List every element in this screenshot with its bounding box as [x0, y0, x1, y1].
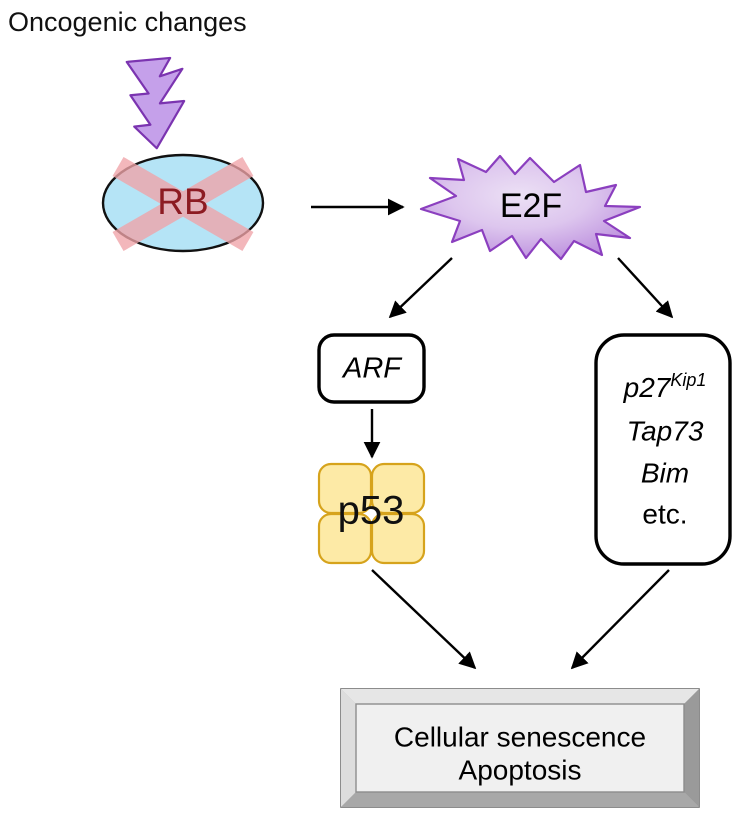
- p53-label: p53: [338, 489, 405, 533]
- node-e2f[interactable]: E2F: [419, 154, 642, 261]
- target-gene-line-0: p27Kip1: [623, 370, 707, 404]
- node-outcome[interactable]: Cellular senescence Apoptosis: [340, 688, 700, 808]
- e2f-label: E2F: [500, 187, 562, 225]
- page-title: Oncogenic changes: [8, 7, 247, 37]
- target-gene-line-2: Bim: [641, 457, 689, 488]
- rb-inactivation-cross-icon: [112, 156, 254, 252]
- edge-e2f-to-targets: [617, 257, 674, 319]
- target-gene-line-3: etc.: [642, 498, 687, 529]
- outcome-bevel-top: [341, 689, 699, 704]
- target-gene-line-1: Tap73: [627, 415, 704, 446]
- outcome-line-1: Apoptosis: [459, 754, 582, 785]
- outcome-line-0: Cellular senescence: [394, 721, 646, 752]
- outcome-bevel-left: [341, 689, 356, 807]
- p53-subunit-bottom-right: [370, 512, 426, 565]
- edge-p53-to-outcome: [371, 569, 477, 670]
- outcome-face: [355, 703, 685, 793]
- node-p53[interactable]: p53: [317, 462, 426, 565]
- edge-e2f-to-arf: [388, 257, 453, 319]
- rb-label: RB: [157, 181, 208, 222]
- outcome-bevel-bottom: [341, 792, 699, 807]
- outcome-bevel-right: [684, 689, 699, 807]
- arf-label: ARF: [341, 353, 403, 385]
- edge-targets-to-outcome: [570, 569, 670, 670]
- node-rb[interactable]: RB: [101, 153, 265, 253]
- node-arf[interactable]: ARF: [317, 333, 426, 404]
- node-target-genes[interactable]: p27Kip1 Tap73 Bim etc.: [594, 333, 732, 566]
- target-genes-box: [594, 333, 732, 566]
- arf-box: [317, 333, 426, 404]
- lightning-bolt-icon: [125, 56, 186, 150]
- e2f-starburst: [419, 154, 642, 261]
